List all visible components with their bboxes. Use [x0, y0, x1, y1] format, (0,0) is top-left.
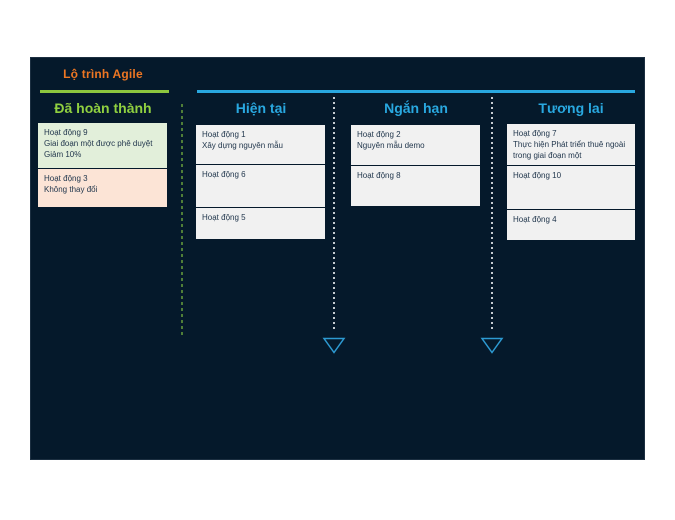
activity-card[interactable]: Hoạt động 3 Không thay đổi: [38, 169, 167, 207]
activity-card[interactable]: Hoạt động 10: [507, 166, 635, 209]
activity-card-line: Nguyên mẫu demo: [357, 141, 425, 150]
activity-card-line: Hoạt động 3: [44, 174, 88, 183]
milestone-arrow-icon: [322, 337, 346, 354]
activity-card-line: Hoạt động 10: [513, 171, 562, 180]
activity-card-line: Giai đoạn một được phê duyệt: [44, 139, 153, 148]
activity-card[interactable]: Hoạt động 7 Thực hiện Phát triển thuê ng…: [507, 124, 635, 165]
activity-card-line: Hoạt động 1: [202, 130, 246, 139]
column-header-short-term[interactable]: Ngắn hạn: [384, 100, 448, 116]
activity-card-line: Xây dựng nguyên mẫu: [202, 141, 283, 150]
activity-card-line: Hoạt động 4: [513, 215, 557, 224]
timeline-accent-line: [197, 90, 635, 93]
separator-dashed-current: [333, 97, 335, 331]
activity-card-line: Giảm 10%: [44, 150, 82, 159]
milestone-arrow-icon: [480, 337, 504, 354]
column-header-completed[interactable]: Đã hoàn thành: [54, 100, 152, 116]
column-header-current[interactable]: Hiện tại: [235, 100, 287, 116]
activity-card-line: Không thay đổi: [44, 185, 98, 194]
activity-card[interactable]: Hoạt động 4: [507, 210, 635, 240]
column-header-future[interactable]: Tương lai: [538, 100, 604, 116]
activity-card-line: Thực hiện Phát triển thuê ngoài: [513, 140, 626, 149]
separator-dashed-completed: [181, 104, 183, 336]
activity-card[interactable]: Hoạt động 9 Giai đoạn một được phê duyệt…: [38, 123, 167, 168]
separator-dashed-short-term: [491, 97, 493, 331]
activity-card[interactable]: Hoạt động 5: [196, 208, 325, 239]
activity-card-line: Hoạt động 8: [357, 171, 401, 180]
activity-card-line: Hoạt động 5: [202, 213, 246, 222]
activity-card[interactable]: Hoạt động 1 Xây dựng nguyên mẫu: [196, 125, 325, 164]
roadmap-title[interactable]: Lộ trình Agile: [63, 67, 143, 81]
agile-roadmap-slide: Lộ trình Agile Đã hoàn thành Hiện tại Ng…: [30, 57, 645, 460]
activity-card-line: trong giai đoạn một: [513, 151, 582, 160]
activity-card-line: Hoạt động 2: [357, 130, 401, 139]
activity-card[interactable]: Hoạt động 6: [196, 165, 325, 207]
activity-card-line: Hoạt động 6: [202, 170, 246, 179]
completed-accent-line: [40, 90, 169, 93]
activity-card-line: Hoạt động 9: [44, 128, 88, 137]
activity-card[interactable]: Hoạt động 2 Nguyên mẫu demo: [351, 125, 480, 165]
activity-card[interactable]: Hoạt động 8: [351, 166, 480, 206]
activity-card-line: Hoạt động 7: [513, 129, 557, 138]
